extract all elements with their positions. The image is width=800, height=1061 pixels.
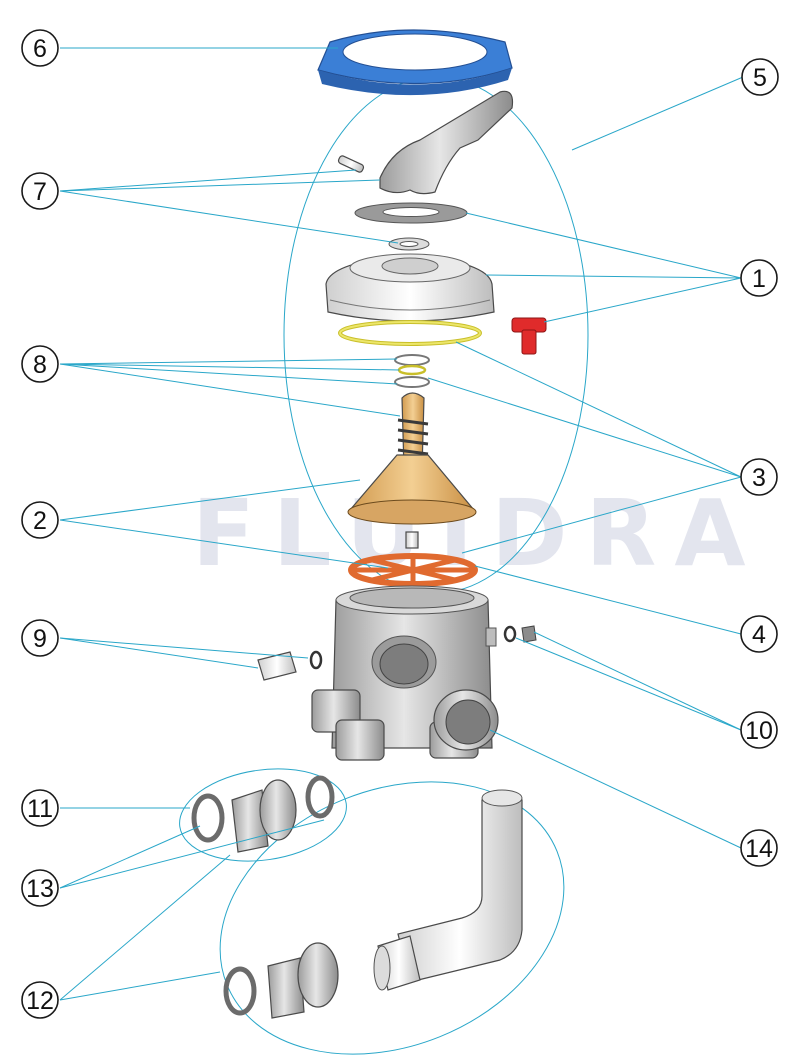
diffuser-part	[347, 454, 477, 525]
flat-gasket-part	[354, 202, 468, 224]
callout-1: 1	[740, 259, 778, 297]
callout-2: 2	[21, 501, 59, 539]
callout-8-label: 8	[33, 351, 47, 379]
left-fitting-part	[257, 650, 323, 681]
callout-14: 14	[740, 829, 778, 867]
bushing-part	[405, 531, 419, 549]
group-outline-13	[179, 768, 347, 862]
callout-7-label: 7	[33, 178, 47, 206]
callout-6: 6	[21, 29, 59, 67]
callout-6-label: 6	[33, 35, 47, 63]
callout-4: 4	[740, 615, 778, 653]
callout-5: 5	[741, 58, 779, 96]
callout-12-label: 12	[26, 987, 54, 1015]
spindle-orings-part	[394, 354, 430, 388]
callout-10-label: 10	[745, 717, 773, 745]
callout-1-label: 1	[752, 265, 766, 293]
star-gasket-part	[348, 553, 478, 587]
callout-12: 12	[21, 981, 59, 1019]
spindle-spring-part	[397, 392, 429, 471]
callout-14-label: 14	[745, 835, 773, 863]
pin-part	[337, 155, 365, 173]
plug-part	[511, 317, 547, 355]
callout-3-label: 3	[752, 464, 766, 492]
valve-body-part	[311, 585, 499, 761]
union-large-part	[223, 942, 339, 1019]
handle-part	[379, 90, 514, 195]
callout-9: 9	[21, 619, 59, 657]
callout-3: 3	[740, 458, 778, 496]
washer-part	[388, 237, 430, 251]
cover-ring-part	[317, 29, 513, 96]
right-fitting-part	[503, 625, 537, 643]
callout-5-label: 5	[753, 64, 767, 92]
elbow-pipe-part	[373, 789, 523, 991]
callout-11: 11	[21, 789, 59, 827]
cover-part	[325, 253, 495, 322]
callout-13: 13	[21, 869, 59, 907]
callout-10: 10	[740, 711, 778, 749]
callout-13-label: 13	[26, 875, 54, 903]
cover-oring-part	[338, 320, 482, 346]
callout-9-label: 9	[33, 625, 47, 653]
callout-2-label: 2	[33, 507, 47, 535]
leader-lines	[59, 47, 744, 1001]
callout-8: 8	[21, 345, 59, 383]
callout-4-label: 4	[752, 621, 766, 649]
callout-11-label: 11	[27, 795, 53, 823]
callout-7: 7	[21, 172, 59, 210]
